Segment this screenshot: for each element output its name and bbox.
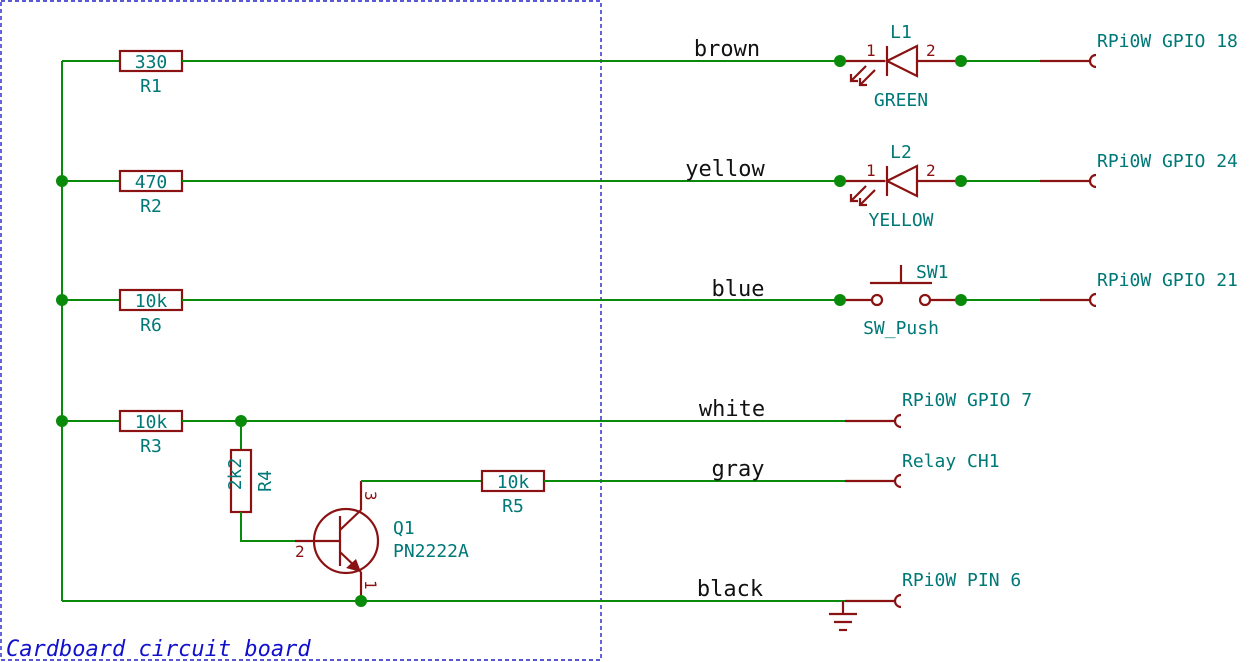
resistor-r3-value: 10k bbox=[135, 412, 168, 433]
r4-base-wire bbox=[240, 512, 295, 542]
resistor-r3-ref: R3 bbox=[140, 436, 162, 457]
led-l1-emission-arrow bbox=[859, 69, 876, 86]
wire-label-yellow: yellow bbox=[685, 157, 765, 182]
junction-dot bbox=[56, 415, 68, 427]
junction-dot bbox=[955, 294, 967, 306]
led-l1-emission-arrow bbox=[850, 65, 867, 82]
port-relay-label: Relay CH1 bbox=[902, 451, 1000, 472]
switch-ref: SW1 bbox=[916, 262, 949, 283]
junction-dot bbox=[834, 175, 846, 187]
wire-label-white: white bbox=[699, 397, 765, 422]
led-l1-body bbox=[884, 44, 919, 78]
resistor-r1-value: 330 bbox=[135, 52, 168, 73]
switch-contact-2 bbox=[918, 293, 932, 307]
led-l1-arrowhead bbox=[849, 74, 858, 83]
led-l2-pin2: 2 bbox=[926, 161, 936, 180]
wire-label-black: black bbox=[697, 577, 763, 602]
board-label: Cardboard circuit board bbox=[6, 637, 311, 662]
board-outline bbox=[0, 0, 602, 661]
switch-value: SW_Push bbox=[863, 318, 939, 339]
resistor-r4-ref: R4 bbox=[255, 470, 276, 492]
junction-dot bbox=[955, 175, 967, 187]
q1-ref: Q1 bbox=[393, 518, 415, 539]
led-l1-pin2: 2 bbox=[926, 41, 936, 60]
resistor-r2-ref: R2 bbox=[140, 196, 162, 217]
led-l2-ref: L2 bbox=[890, 142, 912, 163]
junction-dot bbox=[56, 175, 68, 187]
port-gpio18-label: RPi0W GPIO 18 bbox=[1097, 31, 1238, 52]
led-l1-arrowhead bbox=[858, 78, 867, 87]
q1-body bbox=[312, 507, 380, 575]
q1-collector-leg bbox=[339, 509, 362, 531]
junction-dot bbox=[235, 415, 247, 427]
port-gpio24-connector bbox=[1088, 173, 1097, 189]
port-gpio21-connector bbox=[1088, 292, 1097, 308]
junction-dot bbox=[56, 294, 68, 306]
led-l2-pin1: 1 bbox=[866, 161, 876, 180]
wire-label-brown: brown bbox=[694, 37, 760, 62]
port-relay-connector bbox=[893, 473, 902, 489]
led-l1-ref: L1 bbox=[890, 22, 912, 43]
port-gpio18-connector bbox=[1088, 53, 1097, 69]
q1-pin-emitter: 1 bbox=[361, 580, 380, 590]
resistor-r4-value: 2k2 bbox=[225, 458, 246, 491]
resistor-r1-ref: R1 bbox=[140, 76, 162, 97]
led-l1-value: GREEN bbox=[874, 90, 928, 111]
led-l2-arrowhead bbox=[858, 198, 867, 207]
q1-emitter-arrow bbox=[346, 559, 361, 572]
switch-contact-1 bbox=[870, 293, 884, 307]
junction-dot bbox=[955, 55, 967, 67]
resistor-r6-ref: R6 bbox=[140, 315, 162, 336]
port-pin6-connector bbox=[893, 593, 902, 609]
q1-pin-collector: 3 bbox=[361, 491, 380, 501]
led-l1-pin1: 1 bbox=[866, 41, 876, 60]
resistor-r5-ref: R5 bbox=[502, 496, 524, 517]
led-l2-emission-arrow bbox=[859, 189, 876, 206]
wire-label-blue: blue bbox=[712, 277, 765, 302]
resistor-r2-value: 470 bbox=[135, 172, 168, 193]
junction-dot bbox=[355, 595, 367, 607]
q1-value: PN2222A bbox=[393, 541, 469, 562]
port-gpio21-label: RPi0W GPIO 21 bbox=[1097, 270, 1238, 291]
led-l2-body bbox=[884, 164, 919, 198]
port-gpio24-label: RPi0W GPIO 24 bbox=[1097, 151, 1238, 172]
wire-label-gray: gray bbox=[712, 457, 765, 482]
q1-pin-base: 2 bbox=[295, 542, 305, 561]
led-l2-arrowhead bbox=[849, 194, 858, 203]
port-pin6-label: RPi0W PIN 6 bbox=[902, 570, 1021, 591]
led-l2-emission-arrow bbox=[850, 185, 867, 202]
junction-dot bbox=[834, 294, 846, 306]
junction-dot bbox=[834, 55, 846, 67]
port-gpio7-label: RPi0W GPIO 7 bbox=[902, 390, 1032, 411]
resistor-r5-value: 10k bbox=[497, 472, 530, 493]
led-l2-value: YELLOW bbox=[868, 210, 933, 231]
port-gpio7-connector bbox=[893, 413, 902, 429]
resistor-r6-value: 10k bbox=[135, 291, 168, 312]
